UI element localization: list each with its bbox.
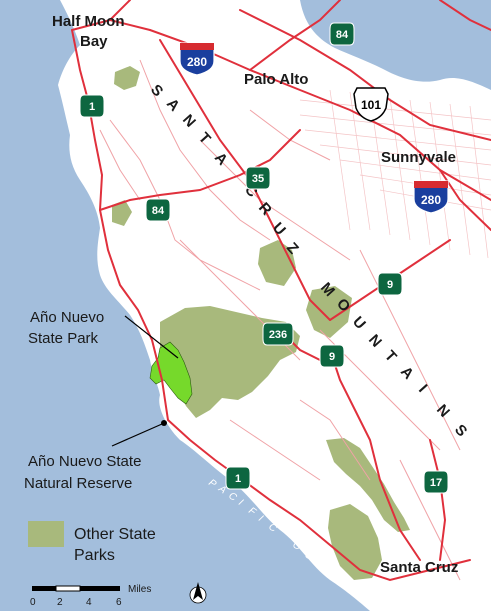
label-santa-cruz: Santa Cruz — [380, 559, 458, 576]
state-route-shield-icon — [262, 322, 294, 346]
state-route-shield-icon — [245, 166, 271, 190]
state-route-shield-icon — [377, 272, 403, 296]
north-arrow-icon — [189, 582, 207, 604]
ocean-letter: I — [236, 497, 248, 510]
interstate-shield-top — [180, 43, 214, 50]
us-route-shield-icon — [353, 87, 389, 122]
state-route-shield-icon — [79, 94, 105, 118]
urban-grid — [299, 89, 491, 259]
land-area — [58, 0, 491, 611]
interstate-shields: 280 280 — [179, 42, 449, 214]
leader-reserve — [111, 423, 163, 447]
legend-swatch-parks — [28, 521, 64, 547]
minor-roads — [99, 59, 461, 581]
state-route-number: 1 — [235, 473, 241, 485]
scale-bar: Miles 0 2 4 6 — [30, 584, 151, 608]
state-route-shield-icon — [319, 344, 345, 368]
scale-tick-0: 0 — [30, 597, 36, 608]
state-route-shield-icon — [329, 22, 355, 46]
ano-nuevo-state-park — [149, 341, 193, 405]
state-route-number: 1 — [89, 101, 95, 113]
label-ano-nuevo-park-1: Año Nuevo — [30, 309, 104, 326]
scale-tick-2: 2 — [57, 597, 63, 608]
ocean-letter: P — [206, 477, 221, 492]
scale-tick-6: 6 — [116, 597, 122, 608]
state-route-number: 9 — [329, 351, 335, 363]
state-route-number: 35 — [252, 173, 264, 185]
state-route-number: 84 — [336, 29, 349, 41]
state-route-shields: 84 1 84 35 9 236 9 1 17 — [79, 22, 449, 494]
legend-label-2: Parks — [74, 547, 115, 564]
state-route-shield-icon — [423, 470, 449, 494]
legend-label-1: Other State — [74, 526, 156, 543]
reserve-point — [161, 420, 167, 426]
interstate-number: 280 — [187, 55, 207, 69]
scale-unit: Miles — [128, 584, 151, 595]
label-half-moon-bay-1: Half Moon — [52, 13, 125, 30]
label-ano-nuevo-reserve-1: Año Nuevo State — [28, 453, 141, 470]
ocean-letter: N — [338, 579, 354, 594]
interstate-shield-icon — [179, 42, 215, 76]
state-route-number: 17 — [430, 477, 442, 489]
leader-park — [124, 315, 179, 359]
us-route-number: 101 — [361, 98, 381, 112]
scale-tick-4: 4 — [86, 597, 92, 608]
ocean-letter: A — [325, 569, 341, 585]
interstate-shield-icon — [413, 180, 449, 214]
ocean-letter: E — [314, 559, 329, 574]
interstate-number: 280 — [421, 193, 441, 207]
us-route-shields: 101 — [353, 87, 389, 122]
label-palo-alto: Palo Alto — [244, 71, 308, 88]
label-ano-nuevo-park-2: State Park — [28, 330, 99, 347]
state-route-number: 84 — [152, 205, 165, 217]
state-route-number: 236 — [269, 329, 287, 341]
ocean-letter: C — [266, 521, 282, 536]
interstate-shield-top — [414, 181, 448, 188]
ocean-letter: I — [256, 513, 268, 526]
label-ano-nuevo-reserve-2: Natural Reserve — [24, 475, 132, 492]
label-half-moon-bay-2: Bay — [80, 33, 108, 50]
ocean-letter: C — [226, 490, 242, 505]
label-sunnyvale: Sunnyvale — [381, 149, 456, 166]
state-route-number: 9 — [387, 279, 393, 291]
ocean-letter: C — [302, 549, 318, 564]
state-route-shield-icon — [145, 198, 171, 222]
state-route-shield-icon — [225, 466, 251, 490]
